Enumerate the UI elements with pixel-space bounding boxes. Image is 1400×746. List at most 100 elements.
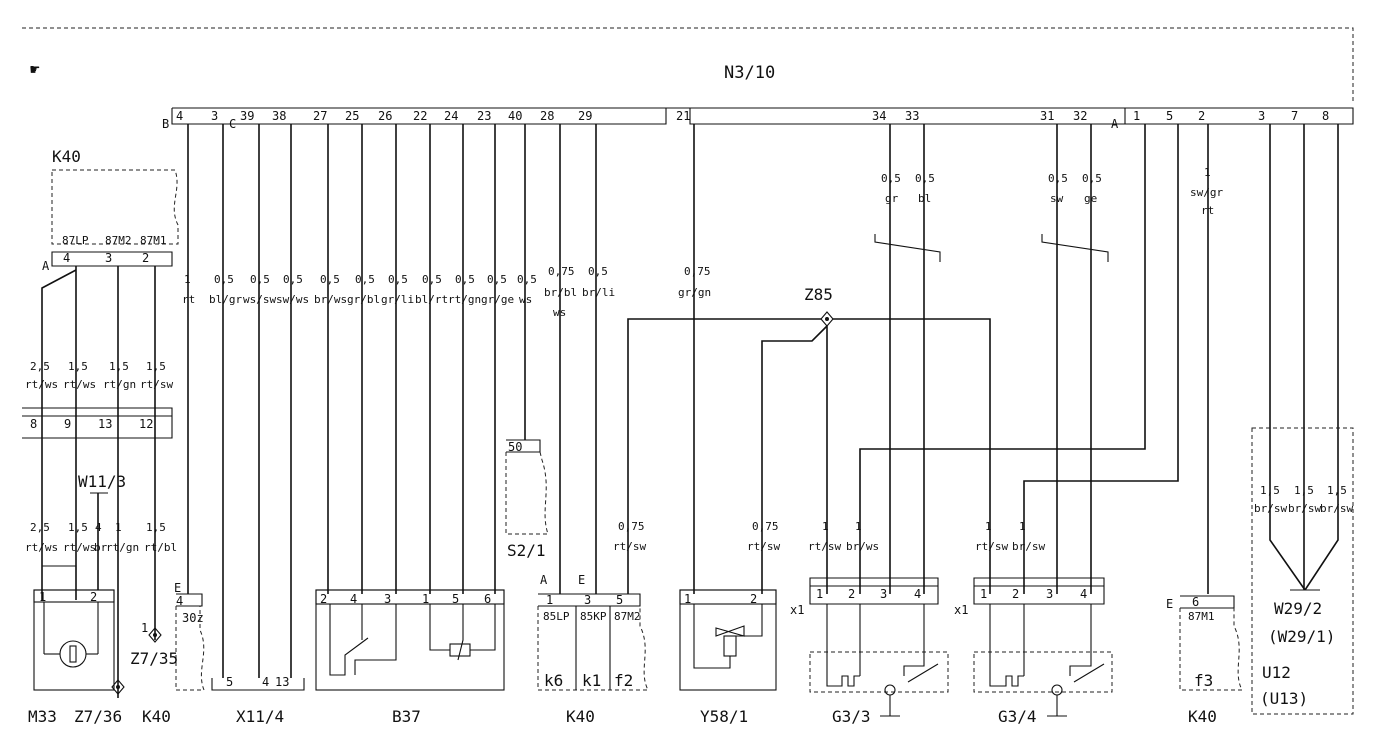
pointing-hand-icon: ☛ [30,60,40,79]
motor-m33: 1 2 [33,565,115,691]
b37-pin: 5 [452,592,459,606]
wire-size: 2,5 [30,521,50,534]
wire-color: gr/gn [678,286,711,299]
k40-mid-pin: 5 [616,593,623,607]
x11-pin: 4 [262,675,269,689]
label-k40: K40 [142,707,171,726]
label-x11-4: X11/4 [236,707,284,726]
x11-pin: 13 [275,675,289,689]
x1-label: x1 [954,603,968,617]
k40-right-pin-name: 87M1 [1188,610,1215,623]
top-pin: 39 [240,109,254,123]
top-pin: 28 [540,109,554,123]
w29-wire-size: 1,5 [1327,484,1347,497]
wire-color: br/sw [1012,540,1045,553]
module-label: N3/10 [724,63,775,83]
wire-bundle [187,124,1339,678]
wire-size: 0,5 [422,273,442,286]
w29-wire-color: br/sw [1254,502,1287,515]
k40-e-connector: E 4 30z [174,581,205,691]
k40-pin-name: 87M2 [105,234,132,247]
top-pin: 31 [1040,109,1054,123]
relay-module-k40-right: E 6 87M1 f3 [1166,595,1243,691]
label-g3-3: G3/3 [832,707,871,726]
relay-module-k40-mid: A E 1 3 5 85LP 85KP 87M2 k6 k1 f2 [537,573,649,691]
top-pin-row: 4 3 39 38 27 25 26 22 24 23 40 28 29 21 … [176,109,1329,123]
top-pin: 38 [272,109,286,123]
left-pin: 13 [98,417,112,431]
w29-line: (W29/1) [1268,627,1335,646]
ground-point-z7-36 [111,679,125,695]
w29-line: (U13) [1260,689,1308,708]
k40-sub-label: k6 [544,671,563,690]
k40-mid-pin-name: 85LP [543,610,570,623]
wire-color: gr/ge [481,293,514,306]
wire-color: sw/ws [276,293,309,306]
wire-color: br [94,541,108,554]
w29-wire-size: 1,5 [1294,484,1314,497]
top-pin: 24 [444,109,458,123]
wire-color: br/bl [544,286,577,299]
label-g3-4: G3/4 [998,707,1037,726]
wire-color: br/ws [314,293,347,306]
connector-e-label: E [174,581,181,595]
connector-e-label: E [578,573,585,587]
k40-mid-pin-name: 85KP [580,610,607,623]
wire-size: 1,5 [68,360,88,373]
splice-z85: Z85 [627,285,991,594]
wire-color: rt/sw [613,540,646,553]
k40-pin: 3 [105,251,112,265]
splice-w11-3: W11/3 [78,472,126,590]
wire-size: 0,5 [214,273,234,286]
motor-icon [59,640,87,668]
wire-size: 1 [184,273,191,286]
wire-color: br/li [582,286,615,299]
left-pin: 9 [64,417,71,431]
k40-top-label: K40 [52,147,81,166]
main-wire-labels: 1 rt 0,5 bl/gr 0,5 ws/sw 0,5 sw/ws 0,5 b… [182,265,711,319]
y58-pin: 1 [684,592,691,606]
ground-point-z7-35: 1 [141,621,162,643]
wire-size: 1,5 [146,360,166,373]
valve-icon [715,625,745,637]
wire-size: 0,5 [487,273,507,286]
left-wire-labels-2: 2,5 rt/ws 1,5 rt/ws 4 br 1 rt/gn 1,5 rt/… [25,521,177,554]
top-pin: 34 [872,109,886,123]
top-pin: 27 [313,109,327,123]
label-z7-35: Z7/35 [130,649,178,668]
s2-1-pin: 50 [508,440,522,454]
w29-wire-color: br/sw [1288,502,1321,515]
wire-size: 2,5 [30,360,50,373]
g3-3-pin: 4 [914,587,921,601]
wire-color: rt/sw [975,540,1008,553]
m33-pin: 1 [39,590,46,604]
wire-color: ws [519,293,532,306]
g3-4-pin: 1 [980,587,987,601]
wire-size: 1,5 [68,521,88,534]
x11-pin: 5 [226,675,233,689]
wire-size: 0,5 [455,273,475,286]
k40-mid-pin: 3 [584,593,591,607]
top-pin: 23 [477,109,491,123]
wire-size: 1 [855,520,862,533]
g3-4-pin: 2 [1012,587,1019,601]
b37-pin: 4 [350,592,357,606]
k40-e-pin: 4 [176,594,183,608]
wire-size: 0,5 [915,172,935,185]
connector-a-label: A [540,573,548,587]
wire-size: 0,5 [517,273,537,286]
k40-pin: 4 [63,251,70,265]
left-pin: 12 [139,417,153,431]
wire-size: 0,5 [881,172,901,185]
wire-size: 0,5 [1082,172,1102,185]
k40-pin: 2 [142,251,149,265]
left-pin: 8 [30,417,37,431]
wire-color: rt/bl [144,541,177,554]
w29-line: W29/2 [1274,599,1322,618]
wire-color: rt/sw [140,378,173,391]
left-wire-labels-1: 2,5 rt/ws 1,5 rt/ws 1,5 rt/gn 1,5 rt/sw [25,360,173,391]
wire-size: 0,5 [588,265,608,278]
relay-module-k40-top: K40 87LP 87M2 87M1 A 4 3 2 [41,147,179,698]
wire-color: bl [918,192,931,205]
